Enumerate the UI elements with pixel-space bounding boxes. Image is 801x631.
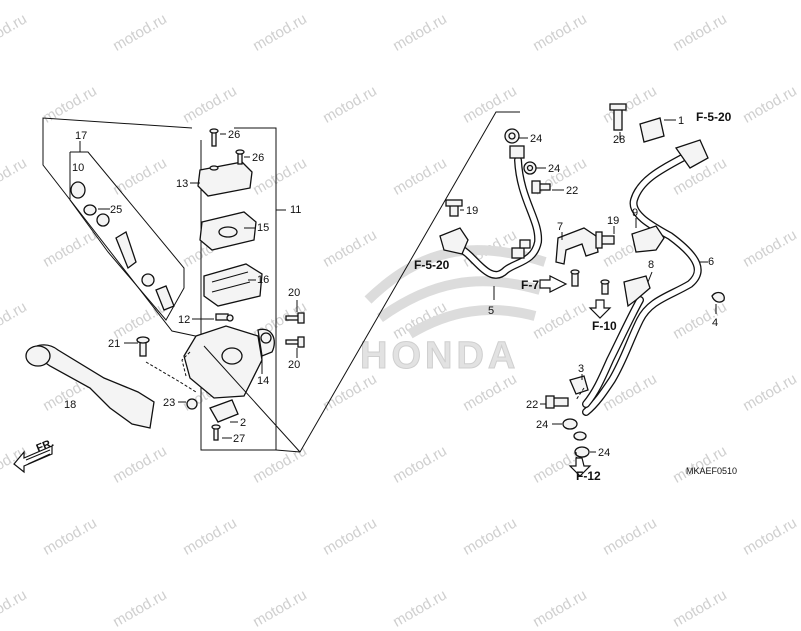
- diaphragm: [203, 263, 263, 307]
- callout-24b: 24: [548, 163, 560, 175]
- callout-26b: 26: [252, 152, 264, 164]
- honda-logo-text: HONDA: [360, 335, 519, 377]
- callout-27: 27: [233, 433, 245, 445]
- clamp-7: [555, 227, 599, 265]
- front-direction-arrow: [13, 445, 53, 474]
- divider-line: [275, 111, 520, 453]
- callout-24d: 24: [598, 447, 610, 459]
- leader-lines-left: [79, 133, 298, 439]
- bolt-19b: [595, 231, 615, 249]
- bolt-28: [609, 103, 627, 131]
- reservoir-cap: [197, 161, 253, 197]
- bolt-20a: [285, 312, 305, 324]
- banjo-bolt-22a: [531, 180, 551, 194]
- connector-line: [203, 345, 301, 453]
- screw-26b: [235, 149, 245, 165]
- callout-11: 11: [290, 204, 301, 216]
- callout-2: 2: [240, 417, 246, 429]
- diagram-code: MKAEF0510: [686, 466, 737, 476]
- parts-diagram: HONDA: [13, 103, 737, 483]
- clip-4: [711, 291, 725, 303]
- ref-f-10: F-10: [592, 319, 617, 333]
- washer-24d: [574, 446, 590, 458]
- callout-23: 23: [163, 397, 175, 409]
- screw-27: [211, 424, 221, 441]
- leader-lines-right: [460, 119, 717, 453]
- callout-19b: 19: [607, 215, 619, 227]
- callout-8: 8: [648, 259, 654, 271]
- bracket-1: [639, 117, 665, 143]
- callout-22b: 22: [526, 399, 538, 411]
- callout-6: 6: [708, 256, 714, 268]
- master-cylinder-body: [183, 325, 263, 399]
- callout-22a: 22: [566, 185, 578, 197]
- lower-hose-group: [545, 103, 725, 469]
- hose-joint: [439, 227, 469, 255]
- callout-3: 3: [578, 363, 584, 375]
- upper-hose-group: [439, 128, 551, 279]
- pivot-bolt-21: [136, 336, 150, 357]
- callout-24a: 24: [530, 133, 542, 145]
- banjo-bolt-22b: [545, 395, 569, 409]
- bleeder-12: [215, 313, 234, 322]
- callout-17: 17: [75, 130, 87, 142]
- hose-fitting-top: [674, 139, 709, 169]
- callout-20b: 20: [288, 359, 300, 371]
- callout-18: 18: [64, 399, 76, 411]
- reference-labels: F-5-20 F-5-20 F-7 F-10 F-12 FR. MKAEF051…: [35, 110, 737, 483]
- ref-f-12: F-12: [576, 469, 601, 483]
- ref-arrow-f7: [539, 275, 568, 293]
- callout-28: 28: [613, 134, 625, 146]
- hose-holder-8: [623, 275, 651, 308]
- small-bolt-a: [570, 269, 580, 287]
- washer-24c: [562, 418, 578, 430]
- callout-16: 16: [257, 274, 269, 286]
- callout-24c: 24: [536, 419, 548, 431]
- callout-1: 1: [678, 115, 684, 127]
- callout-19a: 19: [466, 205, 478, 217]
- banjo-bolt-19a: [445, 199, 463, 217]
- callout-10: 10: [72, 162, 84, 174]
- callout-26a: 26: [228, 129, 240, 141]
- ref-arrow-f10: [588, 299, 612, 319]
- nut-23: [186, 398, 198, 410]
- hose-joint-9: [631, 225, 665, 253]
- bolt-3: [569, 375, 589, 395]
- callout-4: 4: [712, 317, 718, 329]
- callout-12: 12: [178, 314, 190, 326]
- callout-20a: 20: [288, 287, 300, 299]
- callout-21: 21: [108, 338, 120, 350]
- callout-13: 13: [176, 178, 188, 190]
- bolt-20b: [285, 336, 305, 348]
- group-17-outline: [69, 151, 185, 321]
- callout-labels: 17 10 25 26 26 13 11 15 16 20 12 20 21 1…: [64, 115, 718, 459]
- callout-9: 9: [632, 207, 638, 219]
- callout-15: 15: [257, 222, 269, 234]
- callout-25: 25: [110, 204, 122, 216]
- small-bolt-b: [600, 279, 610, 295]
- master-cylinder-group: [25, 117, 305, 451]
- callout-5: 5: [488, 305, 494, 317]
- callout-14: 14: [257, 375, 269, 387]
- ref-arrow-f12: [568, 457, 592, 477]
- screw-26a: [209, 128, 219, 147]
- brake-switch: [209, 399, 239, 423]
- ref-f-5-20-left: F-5-20: [414, 258, 450, 272]
- ref-f-5-20-top: F-5-20: [696, 110, 732, 124]
- callout-7: 7: [557, 221, 563, 233]
- ref-f-7: F-7: [521, 278, 539, 292]
- group-outline-upper: [42, 117, 201, 338]
